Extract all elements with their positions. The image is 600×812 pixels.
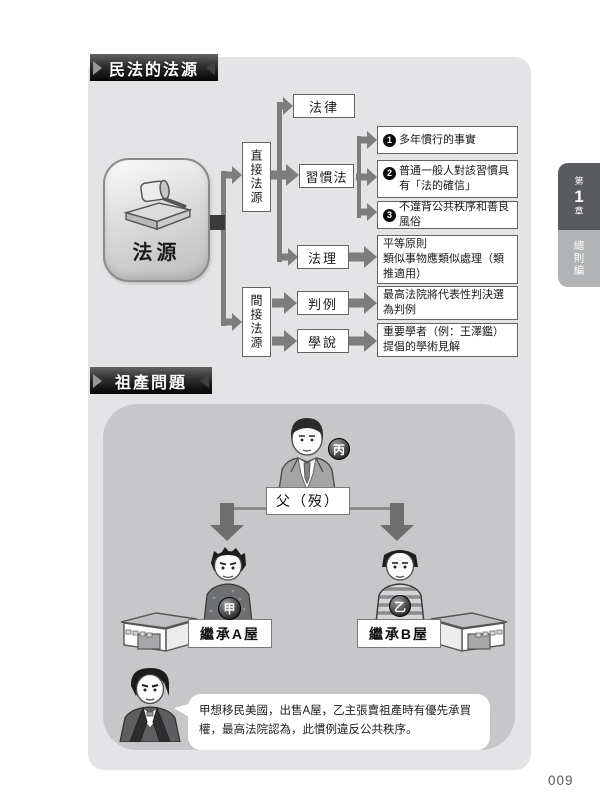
flow-arrow (226, 312, 242, 332)
custom-item: 1 多年慣行的事實 (377, 126, 518, 154)
inherit-arrow-right (380, 503, 414, 541)
flow-arrow (356, 167, 377, 187)
flow-root-box: 法源 (103, 158, 210, 282)
narration-text: 甲想移民美國，出售A屋，乙主張賣祖產時有優先承買權，最高法院認為，此慣例違反公共… (199, 705, 472, 736)
inherit-arrow-left (210, 503, 244, 541)
flow-arrow (349, 292, 377, 314)
direct-source-label: 直接法源 (249, 149, 263, 205)
inherit-a-text: 繼承A屋 (199, 625, 261, 642)
speech-bubble: 甲想移民美國，出售A屋，乙主張賣祖產時有優先承買權，最高法院認為，此慣例違反公共… (174, 694, 490, 750)
doctrine-desc-text: 重要學者（例：王澤鑑）提倡的學術見解 (383, 326, 504, 353)
inherit-a-box: 繼承A屋 (188, 619, 272, 648)
flow-arrow (282, 247, 298, 267)
volume-label: 總則編 (572, 239, 585, 278)
precedent-label: 判例 (307, 296, 338, 312)
flow-arrow (359, 130, 377, 150)
precedent-box: 判例 (297, 291, 349, 315)
custom-item: 2 普通一般人對該習慣具有「法的確信」 (377, 160, 518, 198)
chapter-suffix: 章 (574, 206, 584, 217)
doctrine-box: 學說 (297, 329, 349, 353)
house-b-icon (430, 612, 508, 652)
flow-arrow (272, 330, 297, 352)
gavel-book-icon (122, 179, 193, 230)
flow-arrow (226, 165, 242, 185)
flow-arrow (282, 96, 293, 116)
principle-desc-box: 平等原則 類似事物應類似處理（類推適用） (377, 235, 518, 284)
custom-item: 3 不違背公共秩序和善良風俗 (377, 201, 518, 229)
custom-item-text: 普通一般人對該習慣具有「法的確信」 (399, 165, 509, 192)
son-b-badge-text: 乙 (393, 599, 406, 614)
principle-label: 法理 (307, 250, 338, 266)
father-illustration (278, 418, 336, 490)
connector-line (277, 102, 282, 262)
section-header-law-sources: 民法的法源 (90, 54, 218, 81)
son-a-badge: 甲 (218, 597, 241, 620)
connector-square (210, 215, 225, 230)
house-a-icon (120, 612, 198, 652)
father-badge-text: 丙 (332, 442, 345, 457)
page-number: 009 (548, 773, 574, 788)
flow-arrow (349, 246, 377, 268)
flow-arrow (349, 330, 377, 352)
indirect-source-box: 間接法源 (242, 287, 271, 357)
son-b-badge: 乙 (389, 595, 411, 617)
precedent-desc-box: 最高法院將代表性判決選為判例 (377, 286, 518, 320)
flow-arrow (359, 202, 377, 222)
flow-root-label: 法源 (132, 241, 181, 264)
lawyer-illustration (119, 668, 181, 742)
chapter-prefix: 第 (574, 176, 584, 187)
chapter-tab-top: 第 1 章 (558, 163, 600, 230)
chapter-tab: 第 1 章 總則編 (558, 163, 600, 287)
section-header-estate-label: 祖產問題 (114, 374, 187, 392)
flow-arrow (272, 292, 297, 314)
precedent-desc-text: 最高法院將代表性判決選為判例 (383, 289, 504, 316)
principle-box: 法理 (297, 245, 349, 269)
law-box: 法律 (293, 94, 355, 118)
item-number-badge: 3 (383, 208, 396, 222)
doctrine-desc-box: 重要學者（例：王澤鑑）提倡的學術見解 (377, 323, 518, 357)
father-label-text: 父（歿） (276, 493, 340, 509)
flow-arrow (271, 164, 299, 186)
principle-desc-text: 平等原則 類似事物應類似處理（類推適用） (383, 238, 504, 280)
custom-label: 習慣法 (305, 169, 348, 185)
indirect-source-label: 間接法源 (249, 294, 263, 350)
section-header-law-sources-label: 民法的法源 (108, 61, 199, 79)
custom-item-text: 多年慣行的事實 (399, 133, 476, 146)
father-badge: 丙 (328, 438, 350, 460)
inherit-b-box: 繼承B屋 (357, 619, 441, 648)
son-a-badge-text: 甲 (223, 602, 236, 616)
father-label-box: 父（歿） (266, 487, 350, 515)
law-label: 法律 (308, 99, 339, 115)
chapter-number: 1 (574, 186, 584, 206)
section-header-estate: 祖產問題 (90, 367, 212, 394)
chapter-tab-bottom: 總則編 (558, 230, 600, 287)
inherit-b-text: 繼承B屋 (368, 625, 430, 642)
custom-item-text: 不違背公共秩序和善良風俗 (399, 201, 509, 228)
item-number-badge: 2 (383, 167, 396, 180)
doctrine-label: 學說 (307, 334, 338, 350)
custom-box: 習慣法 (299, 164, 354, 188)
connector-line (221, 171, 226, 326)
direct-source-box: 直接法源 (242, 142, 271, 212)
item-number-badge: 1 (383, 133, 396, 147)
